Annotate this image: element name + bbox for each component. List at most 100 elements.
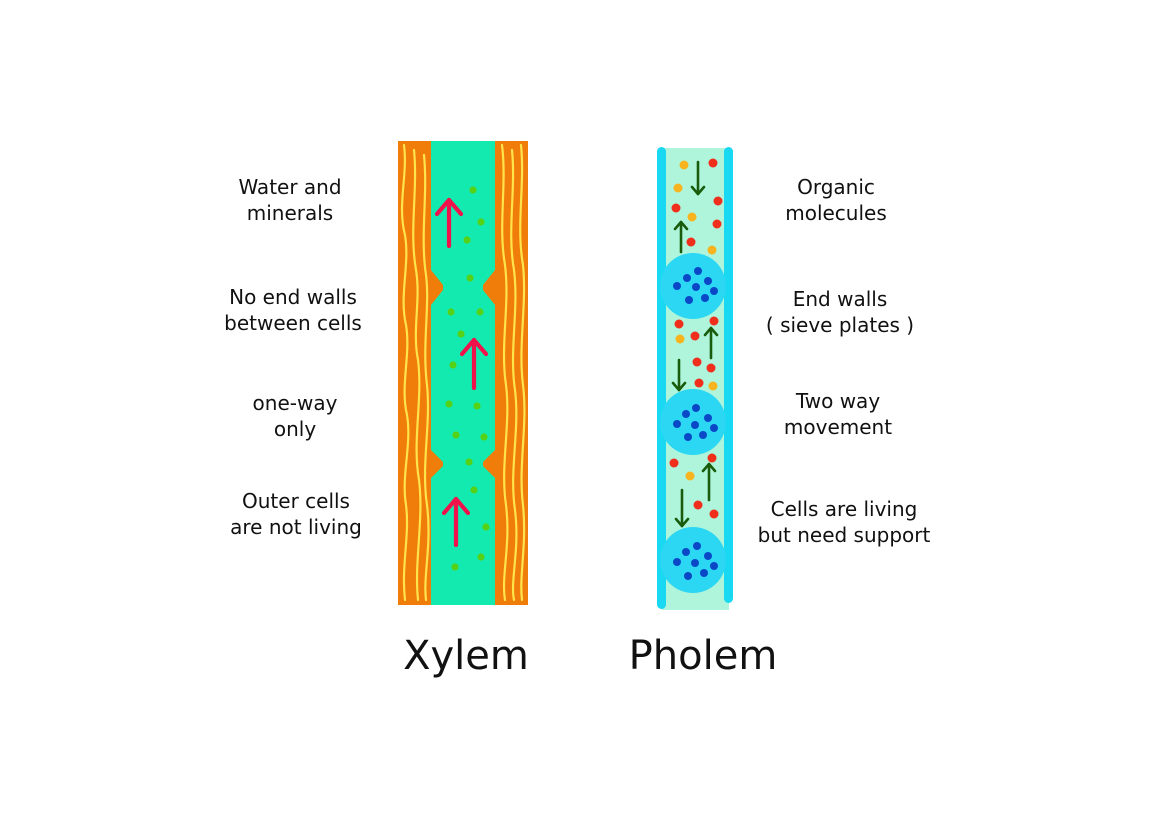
sieve-pore: [704, 277, 712, 285]
xylem-title: Xylem: [403, 633, 529, 679]
sieve-pore: [692, 283, 700, 291]
xylem-label-one-way: one-way only: [252, 391, 338, 441]
organic-molecule: [713, 196, 723, 206]
mineral-dot: [482, 523, 490, 531]
mineral-dot: [470, 486, 478, 494]
mineral-dot: [451, 563, 459, 571]
sieve-pore: [684, 572, 692, 580]
sieve-pore: [682, 410, 690, 418]
sieve-pore: [691, 559, 699, 567]
up-arrow-icon: [703, 326, 719, 360]
phloem-wall-right: [724, 147, 733, 603]
organic-molecule: [707, 245, 717, 255]
sieve-plate: [660, 389, 726, 455]
xylem-label-outer-cells: Outer cells are not living: [230, 489, 362, 539]
down-arrow-icon: [671, 358, 687, 392]
mineral-dot: [477, 218, 485, 226]
organic-molecule: [709, 509, 719, 519]
phloem-label-cells-living: Cells are living but need support: [757, 497, 931, 547]
organic-molecule: [690, 331, 700, 341]
up-arrow-icon: [673, 220, 689, 254]
sieve-pore: [700, 569, 708, 577]
up-arrow-icon: [434, 197, 464, 249]
down-arrow-icon: [690, 160, 706, 196]
up-arrow-icon: [441, 496, 471, 548]
mineral-dot: [466, 274, 474, 282]
sieve-pore: [673, 420, 681, 428]
sieve-pore: [694, 267, 702, 275]
xylem-fiber: [510, 148, 518, 602]
organic-molecule: [694, 378, 704, 388]
sieve-pore: [710, 562, 718, 570]
sieve-pore: [682, 548, 690, 556]
organic-molecule: [706, 363, 716, 373]
sieve-pore: [699, 431, 707, 439]
mineral-dot: [469, 186, 477, 194]
sieve-pore: [673, 282, 681, 290]
organic-molecule: [669, 458, 679, 468]
xylem-fibers: [400, 143, 526, 602]
organic-molecule: [708, 158, 718, 168]
mineral-dot: [473, 402, 481, 410]
sieve-pore: [673, 558, 681, 566]
phloem-tube: [657, 147, 733, 610]
sieve-plate: [660, 527, 726, 593]
mineral-dot: [463, 236, 471, 244]
sieve-pore: [704, 552, 712, 560]
organic-molecule: [709, 316, 719, 326]
organic-molecule: [685, 471, 695, 481]
mineral-dot: [452, 431, 460, 439]
phloem-flow-arrows: [671, 160, 719, 528]
up-arrow-icon: [459, 337, 489, 391]
mineral-dot: [445, 400, 453, 408]
organic-molecule: [693, 500, 703, 510]
phloem-label-organic-molecules: Organic molecules: [785, 175, 887, 225]
xylem-label-no-end-walls: No end walls between cells: [224, 285, 362, 335]
xylem-fiber: [400, 143, 410, 602]
phloem-wall-left: [657, 147, 666, 609]
sieve-pore: [701, 294, 709, 302]
sieve-pore: [704, 414, 712, 422]
mineral-dot: [449, 361, 457, 369]
phloem-title: Pholem: [628, 633, 778, 679]
xylem-vessel: [398, 141, 528, 605]
xylem-minerals: [445, 186, 490, 571]
mineral-dot: [480, 433, 488, 441]
sieve-pore: [710, 287, 718, 295]
xylem-fiber: [422, 153, 430, 602]
organic-molecule: [686, 237, 696, 247]
xylem-fiber: [519, 143, 526, 602]
sieve-pore: [684, 433, 692, 441]
organic-molecule: [673, 183, 683, 193]
mineral-dot: [447, 308, 455, 316]
xylem-fiber: [500, 143, 509, 602]
sieve-plate: [660, 253, 726, 319]
phloem-label-two-way: Two way movement: [783, 389, 893, 439]
organic-molecule: [687, 212, 697, 222]
xylem-label-water-minerals: Water and minerals: [238, 175, 342, 225]
organic-molecule: [679, 160, 689, 170]
xylem-lumen: [431, 141, 495, 605]
organic-molecules: [669, 158, 723, 519]
sieve-pore: [685, 296, 693, 304]
mineral-dot: [457, 330, 465, 338]
sieve-pore: [710, 424, 718, 432]
phloem-label-end-walls: End walls ( sieve plates ): [765, 287, 915, 337]
organic-molecule: [674, 319, 684, 329]
organic-molecule: [692, 357, 702, 367]
mineral-dot: [465, 458, 473, 466]
sieve-pore: [693, 542, 701, 550]
organic-molecule: [671, 203, 681, 213]
organic-molecule: [675, 334, 685, 344]
organic-molecule: [712, 219, 722, 229]
mineral-dot: [476, 308, 484, 316]
sieve-pore: [683, 274, 691, 282]
organic-molecule: [707, 453, 717, 463]
mineral-dot: [477, 553, 485, 561]
xylem-fiber: [412, 148, 422, 602]
organic-molecule: [708, 381, 718, 391]
down-arrow-icon: [674, 488, 690, 528]
xylem-flow-arrows: [434, 197, 489, 548]
sieve-pore: [691, 421, 699, 429]
